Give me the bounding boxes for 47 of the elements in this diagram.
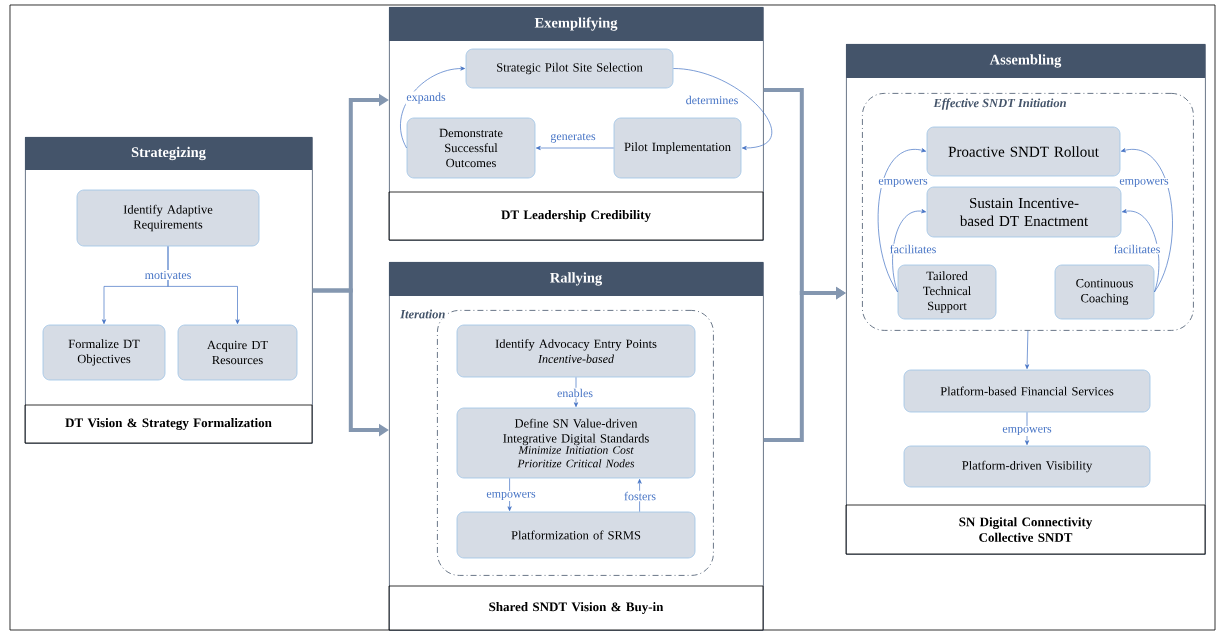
- process-box: Demonstrate Successful Outcomes: [406, 117, 536, 179]
- process-box: Proactive SNDT Rollout: [926, 126, 1121, 177]
- arrow: [892, 209, 927, 293]
- footer-caption: SN Digital Connectivity Collective SNDT: [845, 504, 1206, 555]
- header-bar: Exemplifying: [389, 7, 763, 41]
- process-box: Platformization of SRMS: [456, 511, 696, 559]
- arrow: [637, 478, 642, 512]
- edge-label: motivates: [143, 269, 193, 281]
- arrow: [535, 145, 614, 151]
- edge-label: empowers: [1118, 177, 1170, 189]
- edge-label: determines: [684, 94, 740, 106]
- process-box: Define SN Value-driven Integrative Digital Standards Minimize Initiation Cost Prioritize Critical Nodes: [456, 407, 696, 479]
- process-box: Platform-based Financial Services: [903, 369, 1151, 413]
- process-box: Pilot Implementation: [613, 117, 742, 179]
- process-box: Acquire DT Resources: [177, 324, 298, 381]
- footer-caption: Shared SNDT Vision & Buy-in: [388, 585, 764, 631]
- edge-label: facilitates: [888, 243, 938, 255]
- arrow: [877, 148, 927, 293]
- header-bar: Strategizing: [25, 137, 312, 170]
- arrow: [573, 377, 579, 408]
- arrow: [167, 246, 240, 325]
- process-box: Tailored Technical Support: [897, 264, 997, 320]
- process-box: Identify Adaptive Requirements: [76, 189, 260, 247]
- edge-label: generates: [549, 132, 597, 144]
- process-box: Sustain Incentive-based DT Enactment: [926, 186, 1122, 238]
- arrow: [1024, 412, 1030, 446]
- edge-label: empowers: [485, 490, 537, 502]
- edge-label: empowers: [877, 177, 929, 189]
- footer-caption: DT Leadership Credibility: [388, 191, 764, 241]
- edge-label: facilitates: [1112, 243, 1162, 255]
- header-bar: Assembling: [846, 44, 1205, 78]
- process-box: Identify Advocacy Entry Points Incentive-based: [456, 324, 696, 378]
- process-box: Strategic Pilot Site Selection: [465, 48, 674, 89]
- header-bar: Rallying: [389, 262, 763, 296]
- edge-label: fosters: [623, 490, 657, 502]
- arrow: [1025, 330, 1030, 370]
- arrow: [507, 478, 512, 512]
- edge-label: enables: [556, 387, 594, 399]
- process-box: Formalize DT Objectives: [42, 324, 166, 381]
- edge-label: empowers: [1001, 425, 1053, 437]
- arrow: [1120, 148, 1173, 293]
- arrow: [673, 68, 772, 151]
- process-box: Platform-driven Visibility: [903, 445, 1151, 488]
- footer-caption: DT Vision & Strategy Formalization: [24, 404, 313, 444]
- arrow: [1121, 209, 1160, 293]
- process-box: Continuous Coaching: [1054, 264, 1155, 320]
- node-label: Iteration: [400, 309, 445, 319]
